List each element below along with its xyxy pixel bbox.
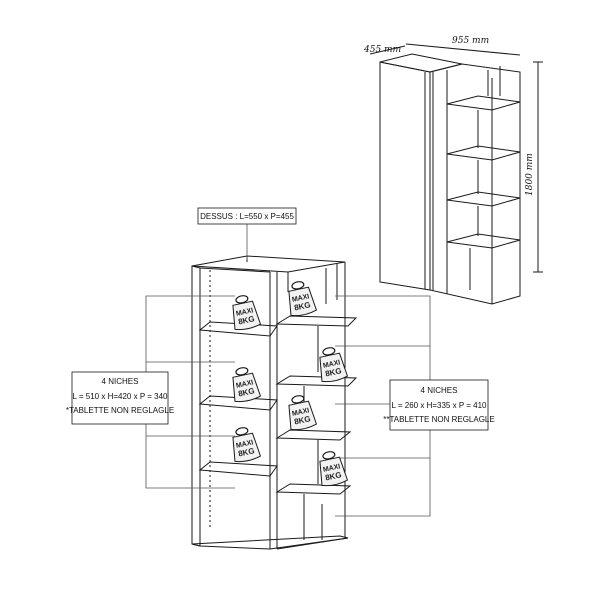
- leader-lines: [126, 224, 431, 517]
- left-shelf-3: [198, 461, 278, 477]
- width-dimension-line: [405, 43, 521, 56]
- closed-shelf-side: [429, 63, 521, 305]
- right-shelf-2: [275, 375, 358, 387]
- weight-icon-line2: 8KG: [237, 446, 255, 458]
- weight-icon-line2: 8KG: [324, 366, 342, 378]
- left-niches-box: 4 NICHES L = 510 x H=420 x P = 340 *TABL…: [66, 371, 174, 425]
- open-cabinet-view: [191, 255, 358, 550]
- right-shelf-3: [275, 429, 352, 441]
- left-side-panel: [191, 265, 201, 547]
- closed-door-panel: [379, 61, 431, 291]
- left-niches-note: *TABLETTE NON REGLAGLE: [66, 406, 174, 415]
- height-dimension-label: 1800 mm: [525, 153, 535, 196]
- left-shelf-1: [198, 321, 278, 337]
- weight-icon-line1: MAXI: [235, 307, 254, 317]
- top-dimension-box: DESSUS : L=550 x P=455: [197, 207, 297, 225]
- weight-icon-line2: 8KG: [324, 470, 342, 482]
- right-shelf-1: [275, 315, 358, 327]
- right-niches-dims: L = 260 x H=335 x P = 410: [392, 401, 488, 410]
- cabinet-bottom: [191, 535, 349, 550]
- width-dimension-label: 955 mm: [452, 36, 489, 46]
- weight-icon-line2: 8KG: [293, 300, 311, 312]
- weight-icon-line1: MAXI: [291, 293, 310, 303]
- closed-cabinet-view: 455 mm 955 mm 1800 mm: [363, 36, 543, 305]
- weight-icon-line1: MAXI: [291, 407, 310, 417]
- left-shelf-2: [198, 395, 278, 411]
- left-niches-title: 4 NICHES: [102, 377, 139, 386]
- right-niches-title: 4 NICHES: [421, 386, 458, 395]
- right-niches-note: **TABLETTE NON REGLAGLE: [383, 415, 494, 424]
- weight-icon-line2: 8KG: [293, 414, 311, 426]
- weight-icon-line1: MAXI: [322, 463, 341, 473]
- cabinet-top: [191, 255, 346, 273]
- weight-badges: MAXI8KGMAXI8KGMAXI8KGMAXI8KGMAXI8KGMAXI8…: [232, 281, 349, 487]
- weight-icon-line1: MAXI: [322, 359, 341, 369]
- left-niches-dims: L = 510 x H=420 x P = 340: [73, 392, 169, 401]
- weight-icon-line2: 8KG: [237, 314, 255, 326]
- depth-dimension-line: [369, 45, 406, 55]
- depth-dimension-label: 455 mm: [363, 45, 401, 55]
- right-shelf-4: [275, 483, 352, 495]
- weight-icon-line1: MAXI: [235, 439, 254, 449]
- top-dimension-text: DESSUS : L=550 x P=455: [200, 212, 294, 221]
- right-niches-box: 4 NICHES L = 260 x H=335 x P = 410 **TAB…: [383, 379, 495, 431]
- weight-icon-line2: 8KG: [237, 386, 255, 398]
- weight-icon-line1: MAXI: [235, 379, 254, 389]
